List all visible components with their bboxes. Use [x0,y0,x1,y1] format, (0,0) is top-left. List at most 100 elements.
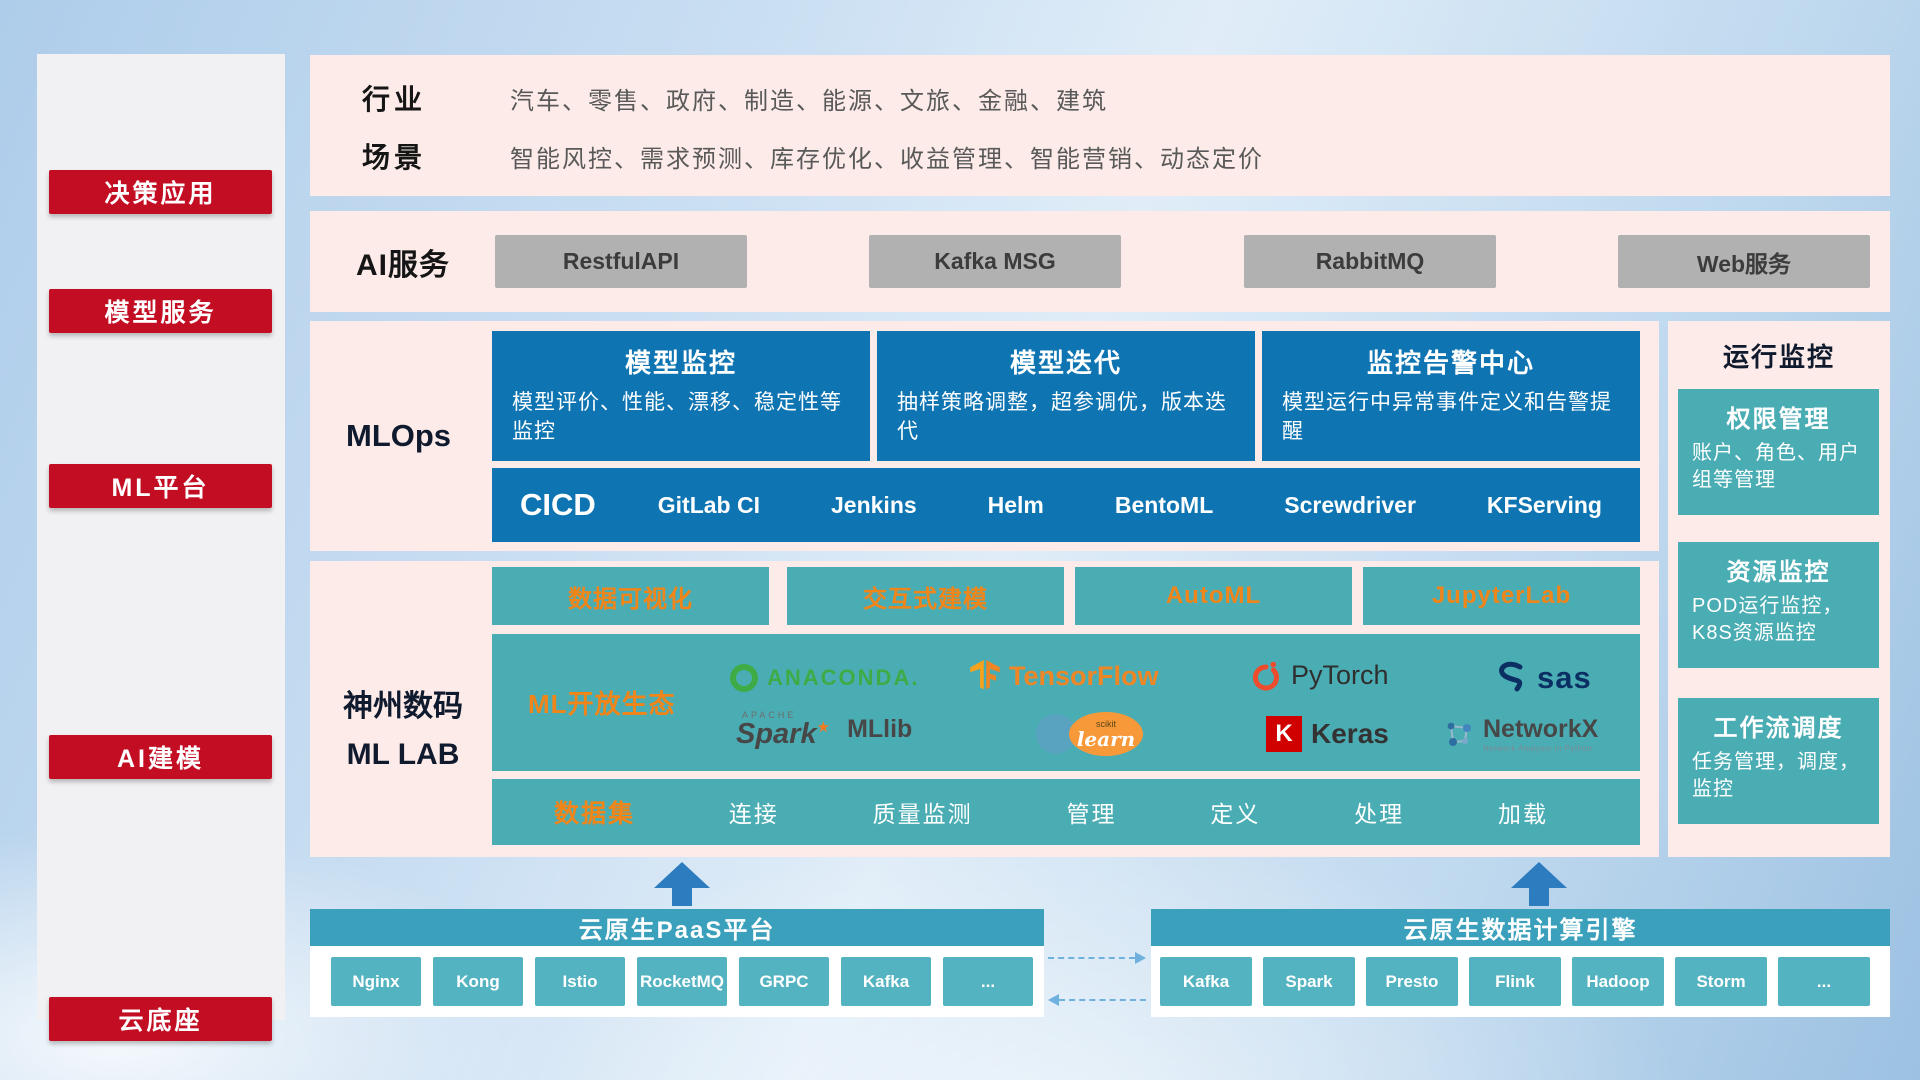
engine-presto: Presto [1366,957,1458,1006]
keras-label: Keras [1311,718,1389,749]
model-monitoring-card: 模型监控 模型评价、性能、漂移、稳定性等监控 [492,331,870,461]
cicd-bentoml: BentoML [1114,491,1214,518]
resource-monitor-desc: POD运行监控，K8S资源监控 [1692,595,1844,644]
industry-value: 汽车、零售、政府、制造、能源、文旅、金融、建筑 [510,87,1108,115]
mlops-label: MLOps [346,418,452,453]
tensorflow-label: TensorFlow [1009,660,1159,691]
mlops-panel: MLOps 模型监控 模型评价、性能、漂移、稳定性等监控 模型迭代 抽样策略调整… [310,321,1659,551]
networkx-logo: NetworkX Network Analysis in Python [1444,715,1599,753]
resource-monitor-title: 资源监控 [1726,559,1831,586]
keras-logo: K Keras [1266,716,1389,752]
category-model-service: 模型服务 [49,289,272,333]
pytorch-icon [1252,661,1279,691]
cicd-helm: Helm [987,491,1044,518]
category-cloud-base: 云底座 [49,997,272,1041]
cicd-jenkins: Jenkins [831,491,917,518]
paas-rocketmq: RocketMQ [637,957,727,1006]
engine-storm: Storm [1675,957,1767,1006]
arrow-stem [672,888,692,906]
cicd-gitlab-ci: GitLab CI [657,491,761,518]
runtime-monitor-panel: 运行监控 权限管理 账户、角色、用户组等管理 资源监控 POD运行监控，K8S资… [1668,321,1890,857]
networkx-caption: Network Analysis in Python [1483,743,1593,753]
alert-center-card: 监控告警中心 模型运行中异常事件定义和告警提醒 [1262,331,1640,461]
engine-more: ... [1778,957,1870,1006]
decision-application-panel: 行业 汽车、零售、政府、制造、能源、文旅、金融、建筑 场景 智能风控、需求预测、… [310,55,1890,196]
up-arrow-paas [654,862,710,906]
ai-service-panel: AI服务 RestfulAPI Kafka MSG RabbitMQ Web服务 [310,211,1890,312]
model-iteration-desc: 抽样策略调整，超参调优，版本迭代 [897,391,1227,444]
category-ai-modeling: AI建模 [49,735,272,779]
left-category-rail: 决策应用 模型服务 ML平台 AI建模 云底座 [37,54,285,1041]
workflow-scheduler-title: 工作流调度 [1713,715,1844,742]
mllab-label-line2: ML LAB [346,738,460,771]
dashed-arrow-left [1048,994,1146,1006]
workflow-scheduler-card: 工作流调度 任务管理，调度，监控 [1678,698,1879,824]
arrow-head [654,862,710,888]
engine-spark: Spark [1263,957,1355,1006]
tool-jupyterlab: JupyterLab [1363,567,1640,625]
cloud-engine-group: 云原生数据计算引擎 Kafka Spark Presto Flink Hadoo… [1151,909,1890,1017]
scikit-caption: scikit [1096,718,1116,729]
cicd-screwdriver: Screwdriver [1284,491,1416,518]
paas-nginx: Nginx [331,957,421,1006]
mllab-label-line1: 神州数码 [343,690,463,723]
engine-flink: Flink [1469,957,1561,1006]
service-web: Web服务 [1618,235,1870,288]
service-kafka-msg: Kafka MSG [869,235,1121,288]
arrow-head-left [1048,994,1059,1006]
ml-ecosystem-box: ML开放生态 ANACONDA. TensorFlow PyTorch [492,634,1640,771]
industry-label: 行业 [362,84,427,115]
dataset-quality: 质量监测 [872,801,973,827]
dataset-connect: 连接 [728,801,779,827]
paas-kong: Kong [433,957,523,1006]
networkx-label: NetworkX [1483,715,1599,743]
arrow-stem [1529,888,1549,906]
paas-grpc: GRPC [739,957,829,1006]
networkx-wordmark: NetworkX Network Analysis in Python [1483,715,1599,753]
dataset-manage: 管理 [1066,801,1117,827]
alert-center-title: 监控告警中心 [1366,348,1535,378]
cicd-label: CICD [520,487,596,522]
tool-automl: AutoML [1075,567,1352,625]
scikit-learn-blob: scikit learn [1069,712,1143,756]
resource-monitor-card: 资源监控 POD运行监控，K8S资源监控 [1678,542,1879,668]
keras-icon: K [1266,716,1302,752]
alert-center-desc: 模型运行中异常事件定义和告警提醒 [1282,391,1612,444]
category-decision-application: 决策应用 [49,170,272,214]
dashed-line [1059,999,1146,1001]
engine-kafka: Kafka [1160,957,1252,1006]
permission-mgmt-card: 权限管理 账户、角色、用户组等管理 [1678,389,1879,515]
category-ml-platform: ML平台 [49,464,272,508]
runtime-monitor-title: 运行监控 [1722,342,1835,372]
ai-service-label: AI服务 [356,248,450,282]
sas-label: sas [1537,660,1592,695]
anaconda-logo: ANACONDA. [730,664,919,692]
model-iteration-title: 模型迭代 [1009,348,1122,378]
scenario-row: 场景 智能风控、需求预测、库存优化、收益管理、智能营销、动态定价 [362,134,1264,178]
networkx-icon [1447,722,1471,747]
service-restfulapi: RestfulAPI [495,235,747,288]
up-arrow-engine [1511,862,1567,906]
cloud-paas-group: 云原生PaaS平台 Nginx Kong Istio RocketMQ GRPC… [310,909,1044,1017]
scenario-value: 智能风控、需求预测、库存优化、收益管理、智能营销、动态定价 [510,145,1264,173]
engine-hadoop: Hadoop [1572,957,1664,1006]
scikit-learn-logo: scikit learn [1036,712,1143,756]
industry-row: 行业 汽车、零售、政府、制造、能源、文旅、金融、建筑 [362,76,1108,120]
service-rabbitmq: RabbitMQ [1244,235,1496,288]
spark-star-icon: ★ [816,719,831,736]
tool-data-visualization: 数据可视化 [492,567,769,625]
cloud-engine-title: 云原生数据计算引擎 [1151,909,1890,946]
pytorch-logo: PyTorch [1250,658,1389,692]
cloud-paas-title: 云原生PaaS平台 [310,909,1044,946]
model-monitoring-desc: 模型评价、性能、漂移、稳定性等监控 [512,391,842,444]
dataset-load: 加载 [1497,801,1548,827]
dataset-bar: 数据集 连接 质量监测 管理 定义 处理 加载 [492,779,1640,845]
anaconda-label: ANACONDA. [767,665,920,690]
dataset-label: 数据集 [554,800,636,828]
sas-logo: sas [1494,660,1592,696]
cicd-kfserving: KFServing [1486,491,1602,518]
paas-kafka: Kafka [841,957,931,1006]
mllab-label: 神州数码 ML LAB [314,683,492,779]
tool-interactive-modeling: 交互式建模 [787,567,1064,625]
